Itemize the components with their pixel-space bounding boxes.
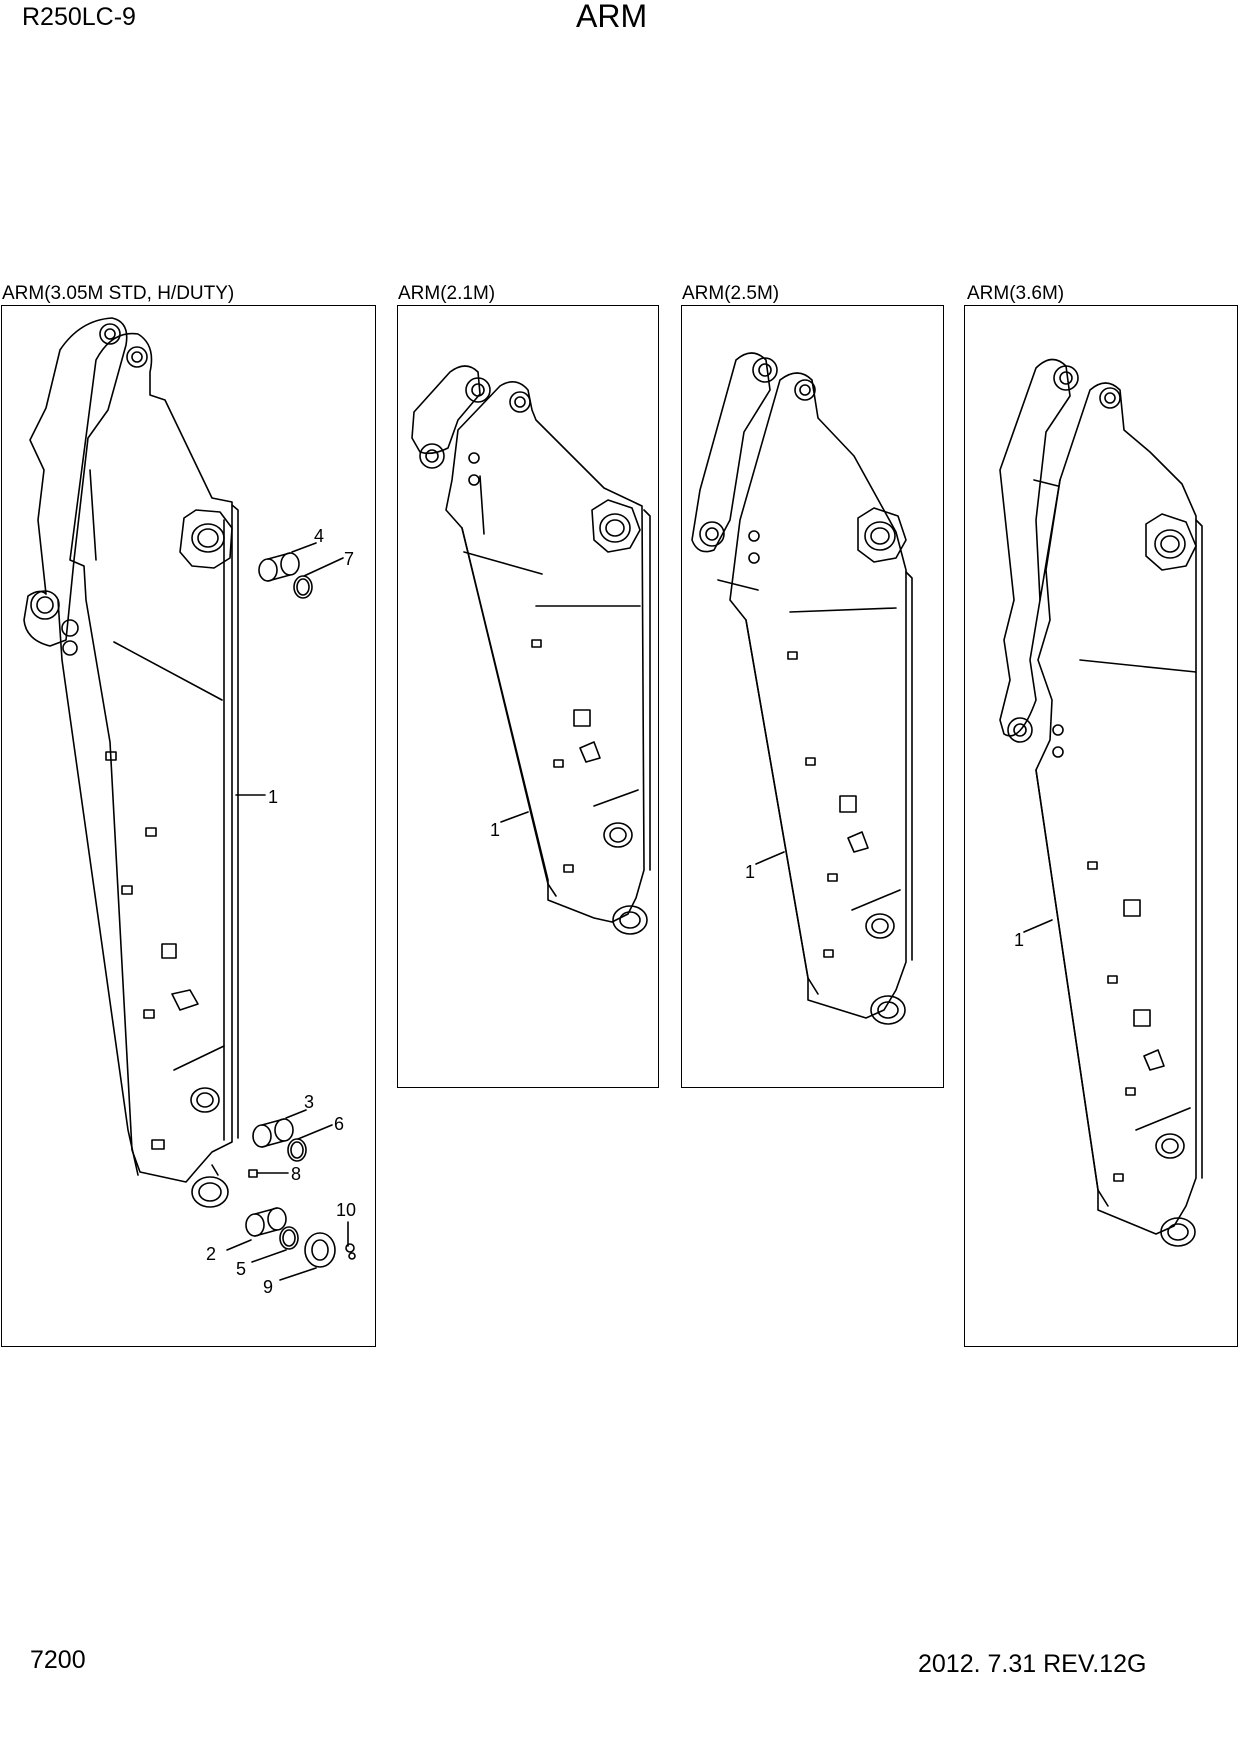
callout-p4-1: 1 <box>1014 930 1024 950</box>
seal-6-icon <box>287 1138 307 1162</box>
page-number: 7200 <box>30 1646 86 1674</box>
page-title: ARM <box>576 0 648 34</box>
callout-p1-4: 4 <box>314 526 324 546</box>
panel-title-arm-2-5m: ARM(2.5M) <box>682 283 780 304</box>
arm-2-1m-drawing <box>411 365 651 935</box>
arm-2-5m-drawing <box>691 352 913 1025</box>
bushing-3-icon <box>252 1118 294 1148</box>
callout-p1-3: 3 <box>304 1092 314 1112</box>
callout-p2-1: 1 <box>490 820 500 840</box>
callout-p1-1: 1 <box>268 787 278 807</box>
shim-9-icon <box>304 1232 336 1268</box>
callout-p1-8: 8 <box>291 1164 301 1184</box>
callout-p1-2: 2 <box>206 1244 216 1264</box>
arm-3-6m-drawing <box>999 358 1203 1247</box>
callout-p1-10: 10 <box>336 1200 356 1220</box>
callout-p3-1: 1 <box>745 862 755 882</box>
callout-p1-9: 9 <box>263 1277 273 1297</box>
panel-title-arm-2-1m: ARM(2.1M) <box>398 283 496 304</box>
seal-7-icon <box>293 575 313 599</box>
callout-p1-7: 7 <box>344 549 354 569</box>
panel-title-arm-3-05m: ARM(3.05M STD, H/DUTY) <box>2 283 235 304</box>
panel-arm-2-5m <box>681 305 944 1088</box>
bushing-4-icon <box>258 552 300 582</box>
grease-nipple-8-icon <box>248 1169 258 1178</box>
bushing-2-icon <box>245 1207 287 1237</box>
panel-arm-3-6m <box>964 305 1238 1347</box>
callout-p1-5: 5 <box>236 1259 246 1279</box>
callout-p1-6: 6 <box>334 1114 344 1134</box>
arm-3-05m-drawing <box>23 317 356 1281</box>
panel-arm-2-1m <box>397 305 659 1088</box>
revision-date: 2012. 7.31 REV.12G <box>918 1650 1147 1678</box>
panel-arm-3-05m <box>1 305 376 1347</box>
panel-title-arm-3-6m: ARM(3.6M) <box>967 283 1065 304</box>
seal-5-icon <box>279 1226 299 1250</box>
bolt-10-icon <box>345 1243 356 1260</box>
callouts: 1 2 3 4 5 6 7 8 9 10 1 1 1 <box>206 526 1024 1297</box>
model-name: R250LC-9 <box>22 3 136 31</box>
